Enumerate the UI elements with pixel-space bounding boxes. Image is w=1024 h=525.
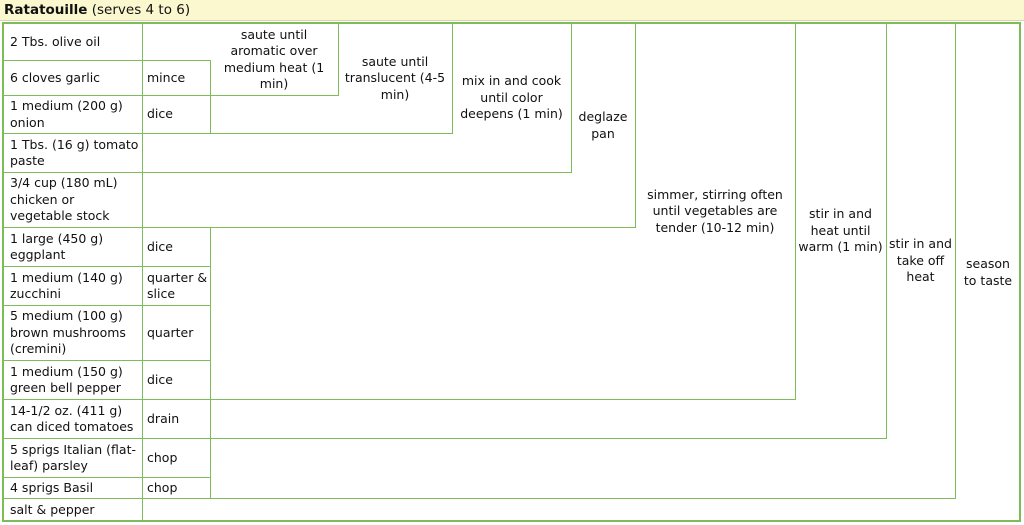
ingredient-name: 1 medium (150 g) green bell pepper — [10, 363, 123, 396]
ingredient-name: 2 Tbs. olive oil — [10, 33, 101, 49]
col-divider — [955, 24, 956, 499]
col-divider — [886, 24, 887, 439]
col-divider — [635, 24, 636, 228]
prep-action: quarter & slice — [147, 269, 208, 302]
col-divider — [142, 24, 143, 520]
ingredient-name: 1 medium (200 g) onion — [10, 98, 123, 130]
row-divider — [4, 133, 452, 134]
prep-action: mince — [147, 69, 186, 85]
step-stir-heat: stir in and heat until warm (1 min) — [798, 206, 883, 255]
step-mix-cook: mix in and cook until color deepens (1 m… — [460, 73, 563, 122]
ingredient-name: 5 medium (100 g) brown mushrooms (cremin… — [10, 308, 126, 357]
row-divider — [4, 360, 210, 361]
col-divider — [210, 227, 211, 499]
row-divider — [4, 438, 886, 439]
col-divider — [338, 24, 339, 96]
recipe-name: Ratatouille — [4, 2, 88, 18]
ingredient-name: 14-1/2 oz. (411 g) can diced tomatoes — [10, 402, 134, 435]
step-saute-aromatic: saute until aromatic over medium heat (1… — [223, 26, 325, 92]
row-divider — [4, 477, 210, 478]
ingredient-name: 4 sprigs Basil — [10, 479, 94, 495]
prep-action: dice — [147, 371, 173, 387]
step-simmer: simmer, stirring often until vegetables … — [647, 186, 783, 235]
ingredient-name: 1 medium (140 g) zucchini — [10, 269, 123, 302]
prep-action: quarter — [147, 324, 194, 340]
row-divider — [4, 305, 210, 306]
step-saute-translucent: saute until translucent (4-5 min) — [344, 53, 446, 102]
recipe-table — [2, 22, 1021, 522]
row-divider — [4, 95, 338, 96]
ingredient-name: 3/4 cup (180 mL) chicken or vegetable st… — [10, 175, 118, 224]
row-divider — [4, 227, 635, 228]
row-divider — [4, 60, 210, 61]
col-divider — [210, 60, 211, 134]
ingredient-name: 5 sprigs Italian (flat-leaf) parsley — [10, 441, 136, 474]
row-divider — [4, 266, 210, 267]
prep-action: drain — [147, 410, 180, 426]
recipe-title: Ratatouille (serves 4 to 6) — [4, 2, 190, 18]
recipe-servings: (serves 4 to 6) — [91, 2, 191, 18]
ingredient-name: salt & pepper — [10, 501, 95, 517]
col-divider — [571, 24, 572, 173]
step-deglaze: deglaze pan — [578, 109, 628, 141]
row-divider — [4, 399, 795, 400]
col-divider — [452, 24, 453, 134]
step-stir-off-heat: stir in and take off heat — [889, 236, 952, 285]
title-bar: Ratatouille (serves 4 to 6) — [0, 0, 1024, 21]
prep-action: dice — [147, 238, 173, 254]
ingredient-name: 1 large (450 g) eggplant — [10, 230, 104, 263]
col-divider — [795, 24, 796, 400]
step-season: season to taste — [963, 256, 1013, 288]
ingredient-name: 1 Tbs. (16 g) tomato paste — [10, 136, 139, 169]
prep-action: dice — [147, 106, 173, 122]
row-divider — [4, 172, 571, 173]
prep-action: chop — [147, 449, 178, 465]
ingredient-name: 6 cloves garlic — [10, 69, 101, 85]
row-divider — [4, 498, 955, 499]
prep-action: chop — [147, 479, 178, 495]
